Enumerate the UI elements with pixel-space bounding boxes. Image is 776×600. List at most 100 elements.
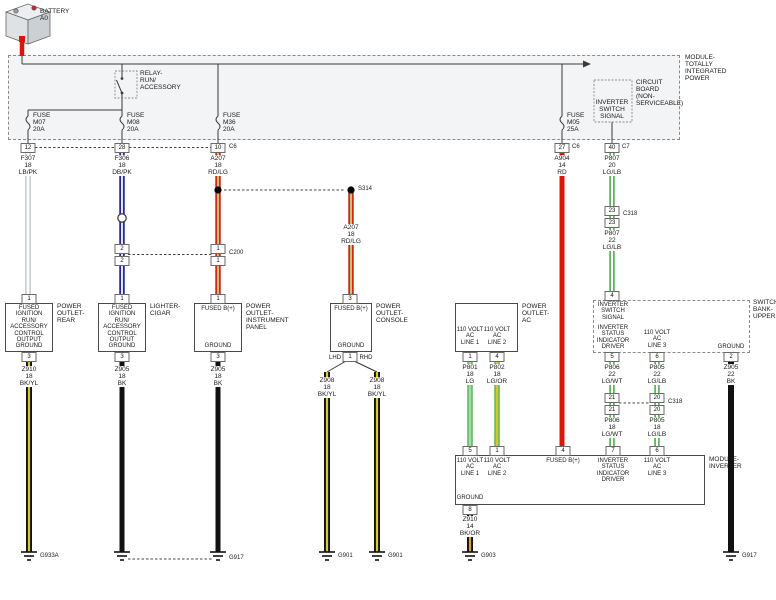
wire-label-z905-ip: Z905 18 BK <box>209 366 227 388</box>
wire-label-p807-22: P807 22 LG/LB <box>601 230 623 252</box>
outlet-ip-ground: GROUND <box>204 343 232 349</box>
connector-c318-label-a: C318 <box>623 211 638 217</box>
fuse-icon-m08 <box>119 115 125 131</box>
wire-label-p806-18: P806 18 LG/WT <box>600 417 624 439</box>
inverter-pin-driver: 7 <box>605 446 621 456</box>
c200-pin-2b: 2 <box>114 256 130 266</box>
ground-label-g917-right: G917 <box>742 553 757 559</box>
console-text: FUSED B(+) <box>334 306 368 312</box>
switchbank-signal-text: INVERTER SWITCH SIGNAL <box>597 302 629 321</box>
wire-label-p801: P801 18 LG <box>461 364 479 386</box>
connector-c6-label-a: C6 <box>229 144 237 150</box>
ground-label-g933a: G933A <box>40 553 59 559</box>
wire-label-p805-22: P805 22 LG/LB <box>646 364 668 386</box>
inverter-pin-line3: 6 <box>649 446 665 456</box>
wire-label-f307: F307 18 LB/PK <box>17 155 39 177</box>
battery-label: BATTERY A0 <box>40 8 70 23</box>
tipm-label: MODULE- TOTALLY INTEGRATED POWER <box>685 54 727 83</box>
tipm-module-box <box>8 55 680 140</box>
outlet-ip-label: POWER OUTLET- INSTRUMENT PANEL <box>246 303 289 332</box>
c200-pin-1b: 1 <box>210 256 226 266</box>
c318-pin-21a: 21 <box>604 393 620 403</box>
ground-icon-g933a <box>21 551 37 561</box>
relay-icon <box>114 70 138 99</box>
wire-label-p807-20: P807 20 LG/LB <box>601 155 623 177</box>
console-label: POWER OUTLET- CONSOLE <box>376 303 408 325</box>
console-rhd-label: RHD <box>358 355 374 362</box>
console-ground: GROUND <box>337 343 365 349</box>
c318-pin-21b: 21 <box>604 405 620 415</box>
switch-bank-upper-box <box>593 300 750 353</box>
circuit-board-label: CIRCUIT BOARD (NON- SERVICEABLE) <box>636 79 684 108</box>
console-ground-split <box>326 360 378 373</box>
ac-pin-line1: 1 <box>462 352 478 362</box>
ac-label: POWER OUTLET- AC <box>522 303 550 325</box>
cigar-label: LIGHTER- CIGAR <box>150 303 181 318</box>
ac-pin-line2: 4 <box>489 352 505 362</box>
cigar-pin-bottom: 3 <box>114 352 130 362</box>
switchbank-pin-ground: 2 <box>723 352 739 362</box>
ground-icon-g901-rhd <box>369 551 385 561</box>
cigar-pin-top: 1 <box>114 294 130 304</box>
ac-line2-text: 110 VOLT AC LINE 2 <box>483 327 511 346</box>
inverter-label: MODULE- INVERTER <box>709 456 742 471</box>
connector-c318-label-b: C318 <box>668 399 683 405</box>
outlet-ip-pin-bottom: 3 <box>210 352 226 362</box>
outlet-rear-pin-top: 1 <box>21 294 37 304</box>
connector-c200-label: C200 <box>229 250 244 256</box>
inverter-switch-signal-label: INVERTER SWITCH SIGNAL <box>595 99 629 121</box>
power-outlet-ac-box <box>455 303 518 352</box>
wire-label-p805-18: P805 18 LG/LB <box>646 417 668 439</box>
cigar-ground: GROUND <box>108 343 136 349</box>
inverter-line1-text: 110 VOLT AC LINE 1 <box>456 458 484 477</box>
switchbank-ground-text: GROUND <box>717 344 745 350</box>
ground-label-g917-left: G917 <box>229 555 244 561</box>
ground-label-g903: G903 <box>481 553 496 559</box>
wire-label-z908-rhd: Z908 18 BK/YL <box>366 377 388 399</box>
inverter-line2-text: 110 VOLT AC LINE 2 <box>483 458 511 477</box>
wire-label-p806-22: P806 22 LG/WT <box>600 364 624 386</box>
console-pin-bottom: 1 <box>342 352 358 362</box>
c318-pin-20b: 20 <box>649 405 665 415</box>
tipm-pin-28: 28 <box>114 143 130 153</box>
splice-dot-icon <box>214 186 222 194</box>
inverter-fused-text: FUSED B(+) <box>546 458 580 464</box>
wire-label-p802: P802 18 LG/OR <box>485 364 509 386</box>
ground-icon-left <box>114 551 130 561</box>
switchbank-line3-text: 110 VOLT AC LINE 3 <box>643 330 671 349</box>
ground-icon-g901-lhd <box>319 551 335 561</box>
wire-label-z908-lhd: Z908 18 BK/YL <box>316 377 338 399</box>
switchbank-pin-top: 4 <box>604 291 620 301</box>
inverter-line3-text: 110 VOLT AC LINE 3 <box>643 458 671 477</box>
tipm-pin-40: 40 <box>604 143 620 153</box>
fuse-m08-label: FUSE M08 20A <box>127 112 145 134</box>
c200-pin-2a: 2 <box>114 244 130 254</box>
fuse-m05-label: FUSE M05 25A <box>567 112 585 134</box>
cigar-text: FUSED IGNITION RUN/ ACCESSORY CONTROL OU… <box>103 305 141 344</box>
outlet-rear-pin-bottom: 3 <box>21 352 37 362</box>
wire-label-f306: F306 18 DB/PK <box>111 155 133 177</box>
connector-links <box>35 147 650 560</box>
wire-label-z910-rear: Z910 18 BK/YL <box>18 366 40 388</box>
connector-c7-label: C7 <box>622 144 630 150</box>
wire-label-a207: A207 18 RD/LG <box>207 155 229 177</box>
inverter-pin-fused: 4 <box>555 446 571 456</box>
fuse-icon-m07 <box>25 115 31 131</box>
c318-pin-23b: 23 <box>604 218 620 228</box>
outlet-rear-label: POWER OUTLET- REAR <box>57 303 85 325</box>
inverter-pin-line2: 1 <box>489 446 505 456</box>
c318-pin-20a: 20 <box>649 393 665 403</box>
outlet-ip-text: FUSED B(+) <box>201 306 235 312</box>
wire-label-a207-branch: A207 18 RD/LG <box>340 224 362 246</box>
inverter-pin-ground: 8 <box>462 505 478 515</box>
console-lhd-label: LHD <box>327 355 343 362</box>
ac-line1-text: 110 VOLT AC LINE 1 <box>456 327 484 346</box>
c318-pin-23a: 23 <box>604 206 620 216</box>
switchbank-pin-driver: 5 <box>604 352 620 362</box>
power-outlet-rear-box <box>5 303 53 352</box>
wire-label-a904: A904 14 RD <box>553 155 571 177</box>
relay-label: RELAY- RUN/ ACCESSORY <box>140 70 181 92</box>
outlet-rear-text: FUSED IGNITION RUN/ ACCESSORY CONTROL OU… <box>10 305 48 344</box>
wire-label-z905-sb: Z905 22 BK <box>722 364 740 386</box>
ground-icon-g903 <box>462 551 478 561</box>
